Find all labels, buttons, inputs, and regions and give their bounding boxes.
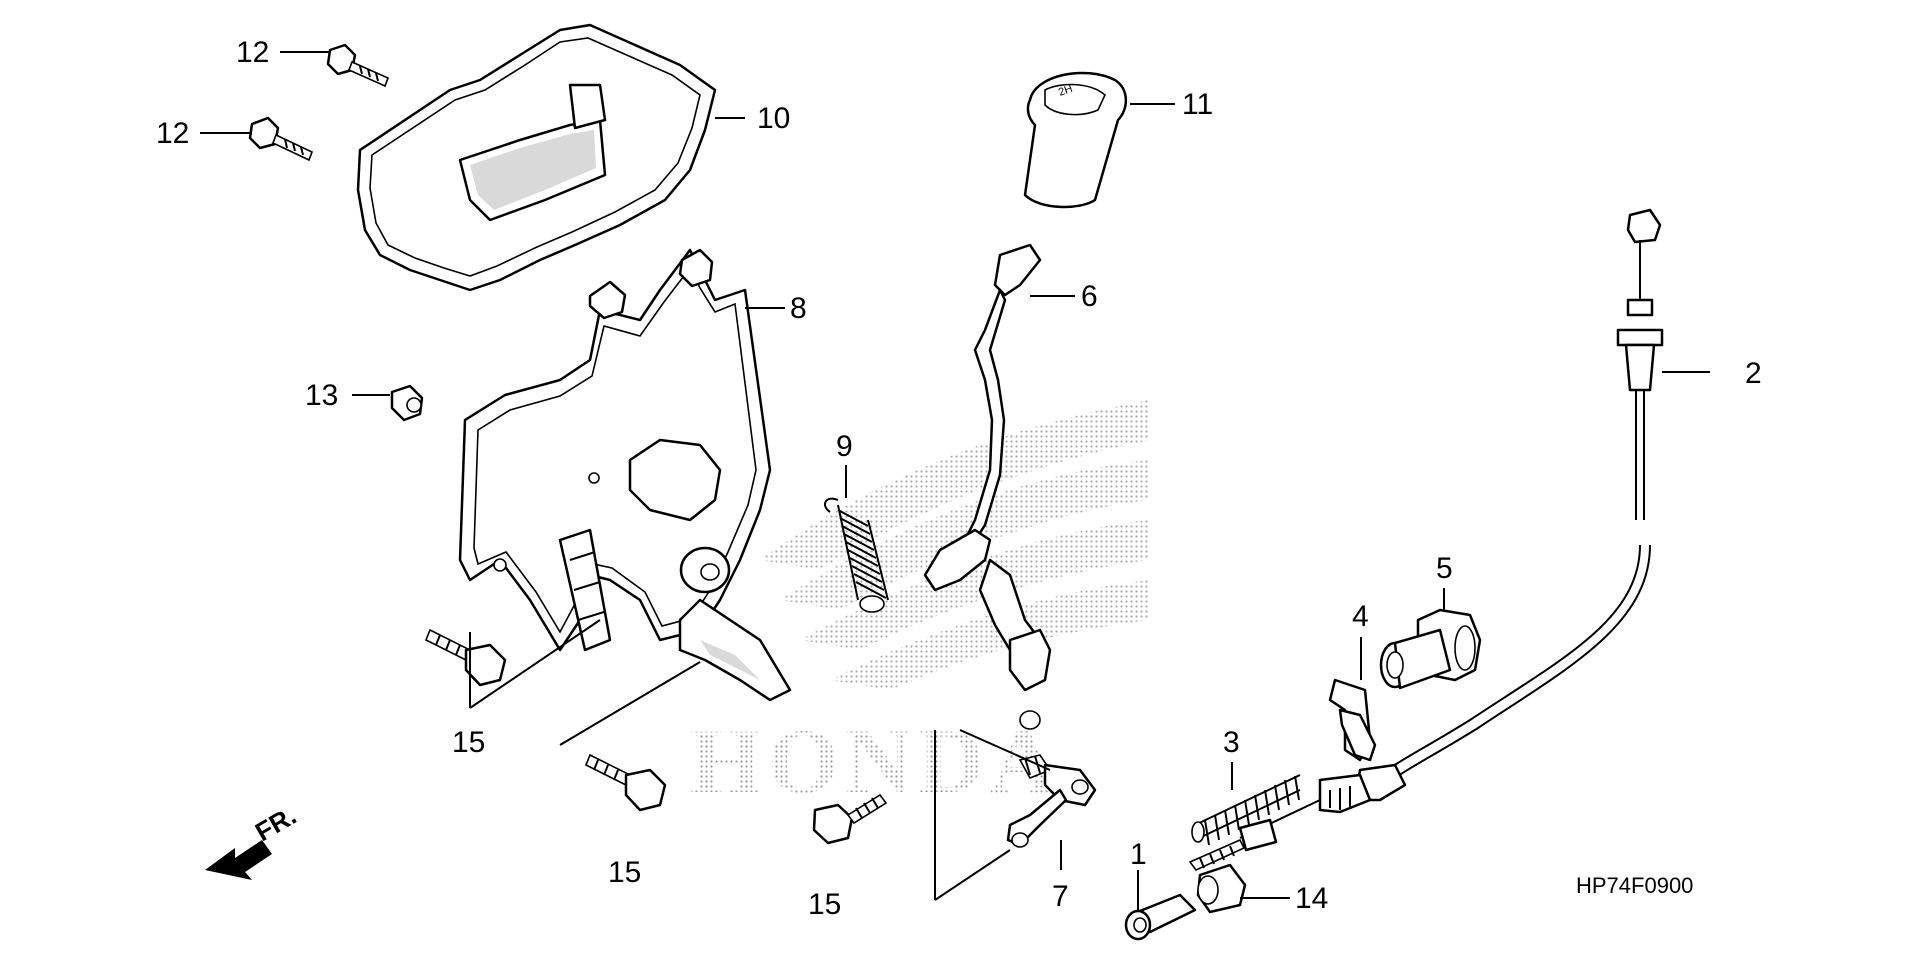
diagram-code: HP74F0900 xyxy=(1576,873,1693,898)
spring-3 xyxy=(1191,774,1301,846)
part-14-collar xyxy=(1196,863,1247,914)
callout-12-lower: 12 xyxy=(156,117,189,150)
part-1-pin xyxy=(1124,893,1197,941)
callout-10: 10 xyxy=(757,102,790,135)
leader-lines xyxy=(200,51,1710,911)
callout-1: 1 xyxy=(1130,838,1147,871)
callout-4: 4 xyxy=(1352,600,1369,633)
part-2-cable xyxy=(1188,208,1664,871)
honda-watermark: HONDA xyxy=(690,710,1062,812)
part-5-bushing xyxy=(1379,608,1482,690)
callout-2: 2 xyxy=(1745,357,1762,390)
callout-12-upper: 12 xyxy=(236,36,269,69)
callout-11: 11 xyxy=(1182,88,1213,121)
callout-6: 6 xyxy=(1081,280,1098,313)
bolt-12-lower xyxy=(248,116,314,162)
bolt-15-left xyxy=(424,628,507,687)
callout-13: 13 xyxy=(305,379,338,412)
callout-15-left: 15 xyxy=(452,726,485,759)
callout-15-middle: 15 xyxy=(608,856,641,889)
part-4-clip xyxy=(1328,678,1377,762)
callout-14: 14 xyxy=(1295,882,1328,915)
callout-8: 8 xyxy=(790,292,807,325)
svg-text:2H: 2H xyxy=(1057,83,1074,99)
fr-label: FR. xyxy=(250,800,301,847)
bolt-15-right xyxy=(812,793,888,845)
part-7-rod-end xyxy=(1006,754,1097,848)
callout-9: 9 xyxy=(836,430,853,463)
part-6-shift-lever xyxy=(923,243,1052,730)
nut-13 xyxy=(390,384,424,422)
bolt-12-upper xyxy=(326,43,390,88)
callout-7: 7 xyxy=(1052,880,1069,913)
callout-15-right: 15 xyxy=(808,888,841,921)
part-11-knob: 2H xyxy=(1023,71,1128,209)
bolt-15-middle xyxy=(584,753,667,812)
front-direction-arrow: FR. xyxy=(205,800,301,880)
callout-3: 3 xyxy=(1223,726,1240,759)
spring-9 xyxy=(823,497,889,613)
part-8-bracket xyxy=(458,248,792,702)
part-10-cover xyxy=(356,23,717,292)
callout-5: 5 xyxy=(1436,552,1453,585)
